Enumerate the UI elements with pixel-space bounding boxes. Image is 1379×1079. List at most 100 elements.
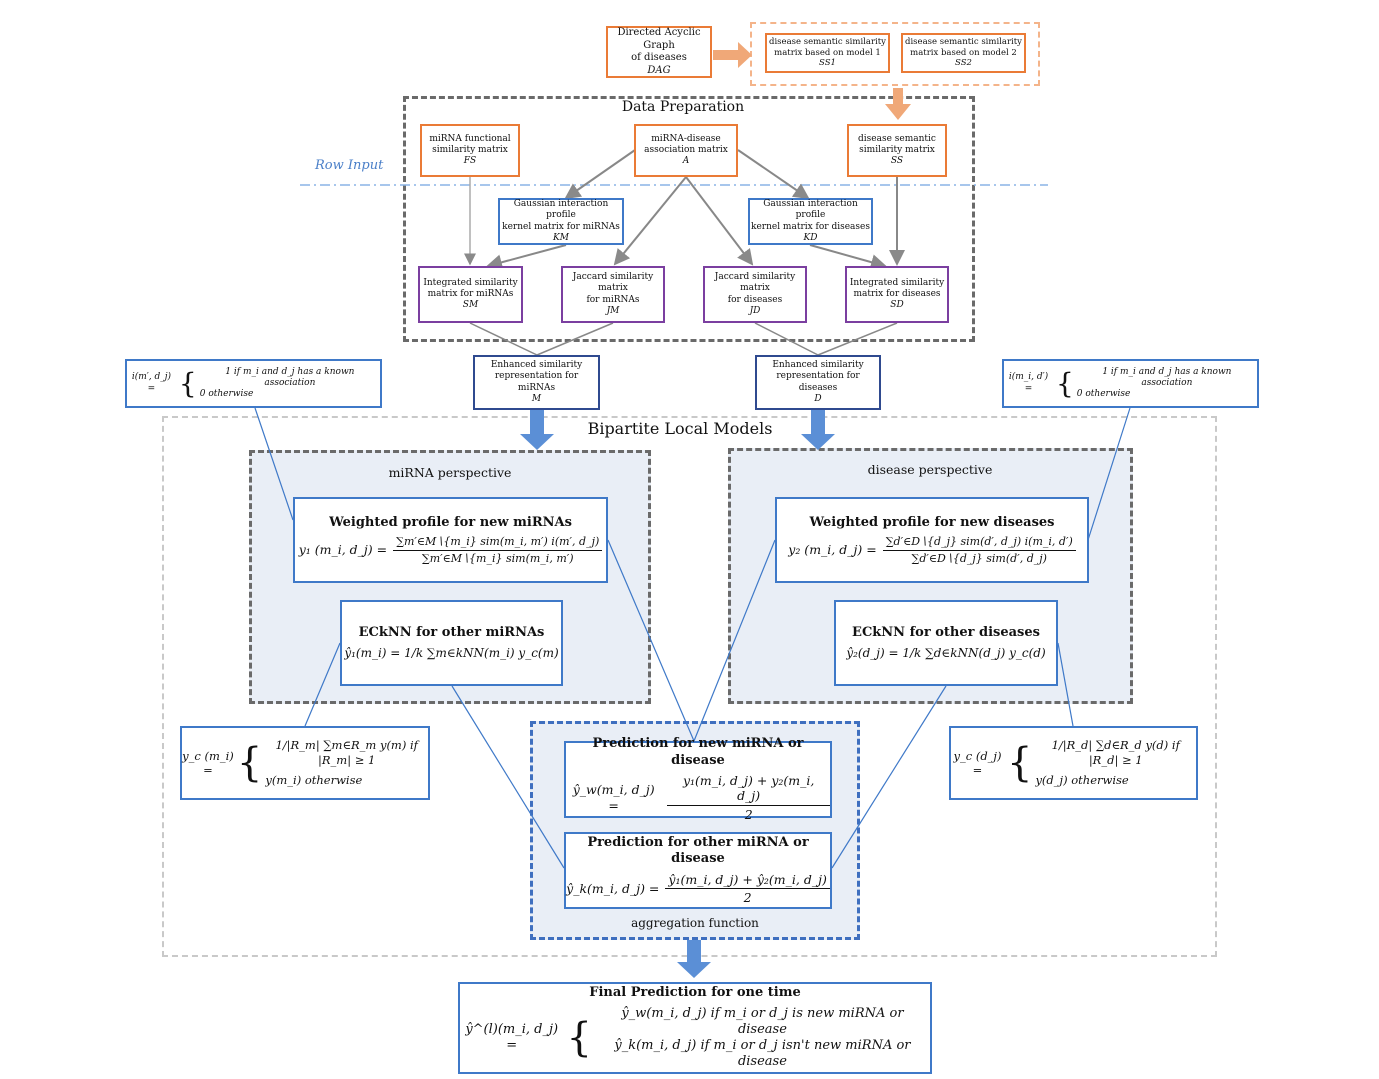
prediction-other-num: ŷ₁(m_i, d_j) + ŷ₂(m_i, d_j) <box>665 872 830 890</box>
arrow-d-blm <box>801 410 835 450</box>
weighted-mirna-den: ∑m′∈M∖{m_i} sim(m_i, m′) <box>421 551 574 565</box>
ss-models-group <box>750 22 1040 86</box>
enhanced-m-line2: representation for miRNAs <box>494 371 579 393</box>
indicator-right-box: i(m_i, d′) = { 1 if m_i and d_j has a kn… <box>1002 359 1259 408</box>
final-prediction-box: Final Prediction for one time ŷ^(l)(m_i,… <box>458 982 932 1074</box>
fs-line1: miRNA functional <box>429 133 511 144</box>
edge-km-sm <box>486 244 567 271</box>
sm-line2: matrix for miRNAs <box>427 288 514 299</box>
kd-abbr: KD <box>803 232 818 243</box>
edge-a-km <box>564 149 636 200</box>
jd-line2: for diseases <box>727 294 783 305</box>
ecknn-mirna-formula: ŷ₁(m_i) = 1/k ∑m∈kNN(m_i) y_c(m) <box>344 645 559 660</box>
prediction-new-lhs: ŷ_w(m_i, d_j) = <box>572 782 655 813</box>
enhanced-d-abbr: D <box>814 393 822 404</box>
arrow-ssgroup-ss <box>885 88 911 120</box>
row-input-label: Row Input <box>315 158 384 173</box>
jm-box: Jaccard similarity matrix for miRNAs JM <box>561 266 665 323</box>
indicator-left-box: i(m′, d_j) = { 1 if m_i and d_j has a kn… <box>125 359 382 408</box>
dag-abbr: DAG <box>647 64 671 76</box>
indicator-right-lhs: i(m_i, d′) = <box>1008 372 1049 394</box>
km-abbr: KM <box>553 232 569 243</box>
prediction-new-title: Prediction for new miRNA or disease <box>592 736 804 768</box>
edge-jd-d <box>754 322 819 356</box>
indicator-right-brace: { <box>1055 366 1074 400</box>
kd-box: Gaussian interaction profile kernel matr… <box>748 198 873 245</box>
yc-right-lhs: y_c (d_j) = <box>953 748 1002 777</box>
link-weighted-right-new <box>693 539 776 742</box>
enhanced-m-abbr: M <box>531 393 542 404</box>
a-line1: miRNA-disease <box>651 133 721 144</box>
ss2-abbr: SS2 <box>955 58 972 69</box>
a-line2: association matrix <box>644 144 728 155</box>
ecknn-mirna-box: ECkNN for other miRNAs ŷ₁(m_i) = 1/k ∑m∈… <box>340 600 563 686</box>
kd-line2: kernel matrix for diseases <box>750 221 870 232</box>
indicator-right-case2: 0 otherwise <box>1076 389 1131 400</box>
jd-line1: Jaccard similarity matrix <box>714 272 796 294</box>
yc-left-box: y_c (m_i) = { 1/|R_m| ∑m∈R_m y(m) if |R_… <box>180 726 430 800</box>
dag-box: Directed Acyclic Graph of diseases DAG <box>606 26 712 78</box>
link-ecknn-left-yc <box>304 642 341 727</box>
arrow-blm-final <box>677 940 711 978</box>
jd-abbr: JD <box>749 305 761 316</box>
link-ind-left-weighted <box>254 407 294 521</box>
weighted-mirna-lhs: y₁ (m_i, d_j) = <box>298 542 388 558</box>
fs-box: miRNA functional similarity matrix FS <box>420 124 520 177</box>
weighted-disease-box: Weighted profile for new diseases y₂ (m_… <box>775 497 1089 583</box>
sm-line1: Integrated similarity <box>423 277 518 288</box>
final-prediction-case2: ŷ_k(m_i, d_j) if m_i or d_j isn't new mi… <box>614 1038 911 1070</box>
jm-abbr: JM <box>606 305 620 316</box>
ss-abbr: SS <box>890 156 904 167</box>
ss-line2: similarity matrix <box>859 144 935 155</box>
sm-abbr: SM <box>462 300 479 311</box>
ss-box: disease semantic similarity matrix SS <box>847 124 947 177</box>
sd-line2: matrix for diseases <box>853 288 941 299</box>
sd-abbr: SD <box>890 300 904 311</box>
yc-left-case1: 1/|R_m| ∑m∈R_m y(m) if |R_m| ≥ 1 <box>275 738 418 767</box>
arrow-m-blm <box>520 410 554 450</box>
indicator-right-case1: 1 if m_i and d_j has a known association <box>1102 366 1232 388</box>
yc-left-lhs: y_c (m_i) = <box>182 748 234 777</box>
edge-a-jd <box>685 176 754 266</box>
ss2-line1: disease semantic similarity <box>905 37 1022 48</box>
final-prediction-brace: { <box>566 1015 592 1062</box>
aggregation-function-label: aggregation function <box>631 916 759 930</box>
final-prediction-title: Final Prediction for one time <box>589 985 801 1001</box>
sd-box: Integrated similarity matrix for disease… <box>845 266 949 323</box>
edge-a-jm <box>613 176 687 266</box>
mirna-perspective-label: miRNA perspective <box>388 465 512 480</box>
a-box: miRNA-disease association matrix A <box>634 124 738 177</box>
prediction-new-num: y₁(m_i, d_j) + y₂(m_i, d_j) <box>667 773 830 807</box>
ss1-box: disease semantic similarity matrix based… <box>765 33 890 73</box>
prediction-other-title: Prediction for other miRNA or disease <box>587 835 809 867</box>
a-abbr: A <box>682 156 690 167</box>
yc-left-brace: { <box>236 740 263 786</box>
bipartite-local-models-title: Bipartite Local Models <box>587 419 773 438</box>
link-ecknn-right-yc <box>1057 642 1074 727</box>
indicator-left-lhs: i(m′, d_j) = <box>131 372 172 394</box>
arrow-dag-ss <box>713 42 752 68</box>
prediction-other-den: 2 <box>743 890 752 906</box>
weighted-disease-den: ∑d′∈D∖{d_j} sim(d′, d_j) <box>911 551 1047 565</box>
yc-right-case1: 1/|R_d| ∑d∈R_d y(d) if |R_d| ≥ 1 <box>1051 738 1180 767</box>
km-line1: Gaussian interaction profile <box>513 199 609 221</box>
weighted-mirna-num: ∑m′∈M∖{m_i} sim(m_i, m′) i(m′, d_j) <box>393 535 603 551</box>
link-ind-right-weighted <box>1087 407 1131 541</box>
yc-right-case2: y(d_j) otherwise <box>1035 773 1129 788</box>
weighted-disease-title: Weighted profile for new diseases <box>809 514 1055 530</box>
ecknn-disease-title: ECkNN for other diseases <box>852 625 1040 641</box>
link-ecknn-right-other <box>831 685 947 869</box>
link-weighted-left-new <box>607 539 695 742</box>
enhanced-m-line1: Enhanced similarity <box>490 360 583 370</box>
jm-line2: for miRNAs <box>586 294 640 305</box>
yc-left-case2: y(m_i) otherwise <box>265 773 363 788</box>
final-prediction-case1: ŷ_w(m_i, d_j) if m_i or d_j is new miRNA… <box>621 1005 904 1037</box>
indicator-left-case1: 1 if m_i and d_j has a known association <box>225 366 355 388</box>
prediction-other-lhs: ŷ_k(m_i, d_j) = <box>566 880 660 896</box>
prediction-other-box: Prediction for other miRNA or disease ŷ_… <box>564 832 832 909</box>
dag-line1: Directed Acyclic Graph <box>617 27 701 51</box>
prediction-new-box: Prediction for new miRNA or disease ŷ_w(… <box>564 736 832 822</box>
dag-line2: of diseases <box>631 52 687 63</box>
yc-right-box: y_c (d_j) = { 1/|R_d| ∑d∈R_d y(d) if |R_… <box>949 726 1198 800</box>
